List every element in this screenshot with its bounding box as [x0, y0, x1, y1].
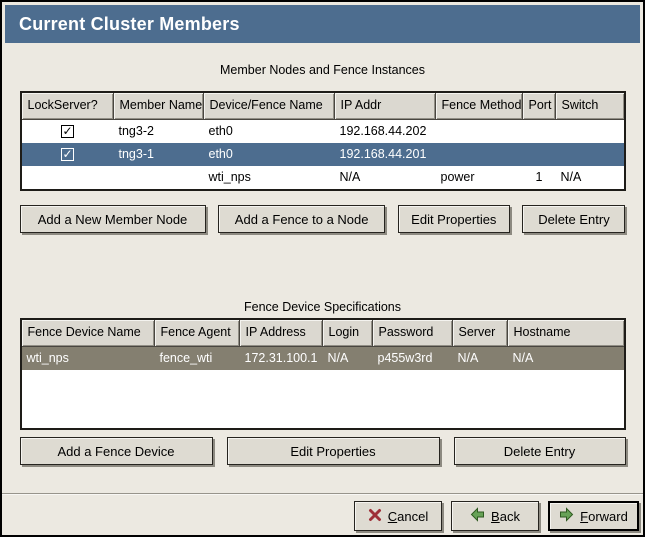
fence-table-caption: Fence Device Specifications	[243, 300, 402, 314]
member-cell-1-6	[556, 143, 624, 166]
fence-column-header-ip-address[interactable]: IP Address	[239, 320, 323, 346]
member-column-header-member-name[interactable]: Member Name	[113, 93, 204, 119]
member-column-header-ip-addr[interactable]: IP Addr	[334, 93, 436, 119]
fence-table-row-0[interactable]: wti_nps fence_wti 172.31.100.1 N/A p455w3rd N…	[21, 347, 624, 370]
member-cell-1-2: eth0	[208, 147, 233, 161]
fence-table-actions: Add a Fence Device Edit Properties Delete …	[19, 437, 626, 465]
add-a-fence-to-a-node-button[interactable]: Add a Fence to a Node	[218, 205, 386, 233]
back-label: Back	[491, 508, 520, 524]
fence-column-header-fence-agent[interactable]: Fence Agent	[154, 320, 240, 346]
member-cell-0-0: ✓	[22, 120, 114, 143]
red-x-icon	[368, 508, 382, 525]
member-cell-0-6	[556, 120, 624, 143]
green-left-arrow-icon	[470, 507, 485, 525]
member-cell-2-5: 1	[535, 170, 543, 184]
delete-entry-button[interactable]: Delete Entry	[453, 437, 626, 465]
member-table-actions: Add a New Member Node Add a Fence to a No…	[19, 205, 626, 233]
fence-column-header-password[interactable]: Password	[372, 320, 453, 346]
fence-cell-0-1: fence_wti	[159, 351, 213, 365]
fence-column-header-server[interactable]: Server	[452, 320, 508, 346]
member-table-caption: Member Nodes and Fence Instances	[220, 63, 425, 77]
member-table-row-0[interactable]: ✓ tng3-2 eth0 192.168.44.202	[22, 120, 624, 143]
member-cell-0-3: 192.168.44.202	[339, 124, 427, 138]
member-cell-2-3: N/A	[339, 170, 361, 184]
lockserver-checkbox[interactable]: ✓	[61, 147, 74, 161]
fence-cell-0-2: 172.31.100.1	[244, 351, 318, 365]
member-table-row-2[interactable]: wti_nps N/A power 1 N/A	[22, 166, 624, 189]
member-cell-2-0	[22, 166, 114, 189]
page-title: Current Cluster Members	[19, 13, 240, 34]
member-cell-2-6: N/A	[560, 170, 582, 184]
fence-cell-0-5: N/A	[457, 351, 479, 365]
fence-column-header-login[interactable]: Login	[322, 320, 373, 346]
forward-button[interactable]: Forward	[548, 501, 639, 531]
forward-label: Forward	[580, 508, 628, 524]
member-cell-0-2: eth0	[208, 124, 233, 138]
member-column-header-fence-method[interactable]: Fence Method	[435, 93, 523, 119]
member-cell-2-2: wti_nps	[208, 170, 251, 184]
member-column-header-device-fence-name[interactable]: Device/Fence Name	[203, 93, 335, 119]
member-cell-1-0: ✓	[22, 143, 114, 166]
wizard-navigation: Cancel Back Forward	[5, 501, 639, 531]
fence-cell-0-6: N/A	[512, 351, 534, 365]
member-cell-0-5	[523, 120, 556, 143]
member-cell-0-4	[436, 120, 523, 143]
member-cell-1-4	[436, 143, 523, 166]
add-a-new-member-node-button[interactable]: Add a New Member Node	[19, 205, 206, 233]
fence-cell-0-4: p455w3rd	[377, 351, 433, 365]
page-title-banner: Current Cluster Members	[5, 5, 640, 43]
footer-separator	[2, 493, 643, 495]
fence-table-body: wti_nps fence_wti 172.31.100.1 N/A p455w3rd N…	[21, 347, 624, 428]
member-cell-2-1	[114, 166, 204, 189]
member-column-header-port[interactable]: Port	[522, 93, 556, 119]
lockserver-checkbox[interactable]: ✓	[61, 124, 74, 138]
member-table-row-1[interactable]: ✓ tng3-1 eth0 192.168.44.201	[21, 143, 624, 166]
edit-properties-button[interactable]: Edit Properties	[226, 437, 440, 465]
member-cell-1-5	[523, 143, 556, 166]
member-cell-2-4: power	[440, 170, 475, 184]
delete-entry-button[interactable]: Delete Entry	[522, 205, 626, 233]
member-cell-1-1: tng3-1	[118, 147, 154, 161]
green-right-arrow-icon	[559, 507, 574, 525]
cancel-button[interactable]: Cancel	[354, 501, 442, 531]
member-cell-1-3: 192.168.44.201	[339, 147, 427, 161]
cancel-label: Cancel	[387, 508, 429, 524]
member-column-header-switch[interactable]: Switch	[555, 93, 624, 119]
member-column-header-lockserver[interactable]: LockServer?	[21, 93, 114, 119]
fence-cell-0-3: N/A	[327, 351, 349, 365]
fence-cell-0-0: wti_nps	[26, 351, 69, 365]
add-a-fence-device-button[interactable]: Add a Fence Device	[19, 437, 213, 465]
fence-column-header-hostname[interactable]: Hostname	[507, 320, 624, 346]
member-table-body: ✓ tng3-2 eth0 192.168.44.202 ✓ tng3-1 eth0 192.…	[21, 120, 624, 189]
member-cell-0-1: tng3-2	[118, 124, 154, 138]
edit-properties-button[interactable]: Edit Properties	[397, 205, 510, 233]
back-button[interactable]: Back	[451, 501, 539, 531]
fence-column-header-fence-device-name[interactable]: Fence Device Name	[21, 320, 155, 346]
